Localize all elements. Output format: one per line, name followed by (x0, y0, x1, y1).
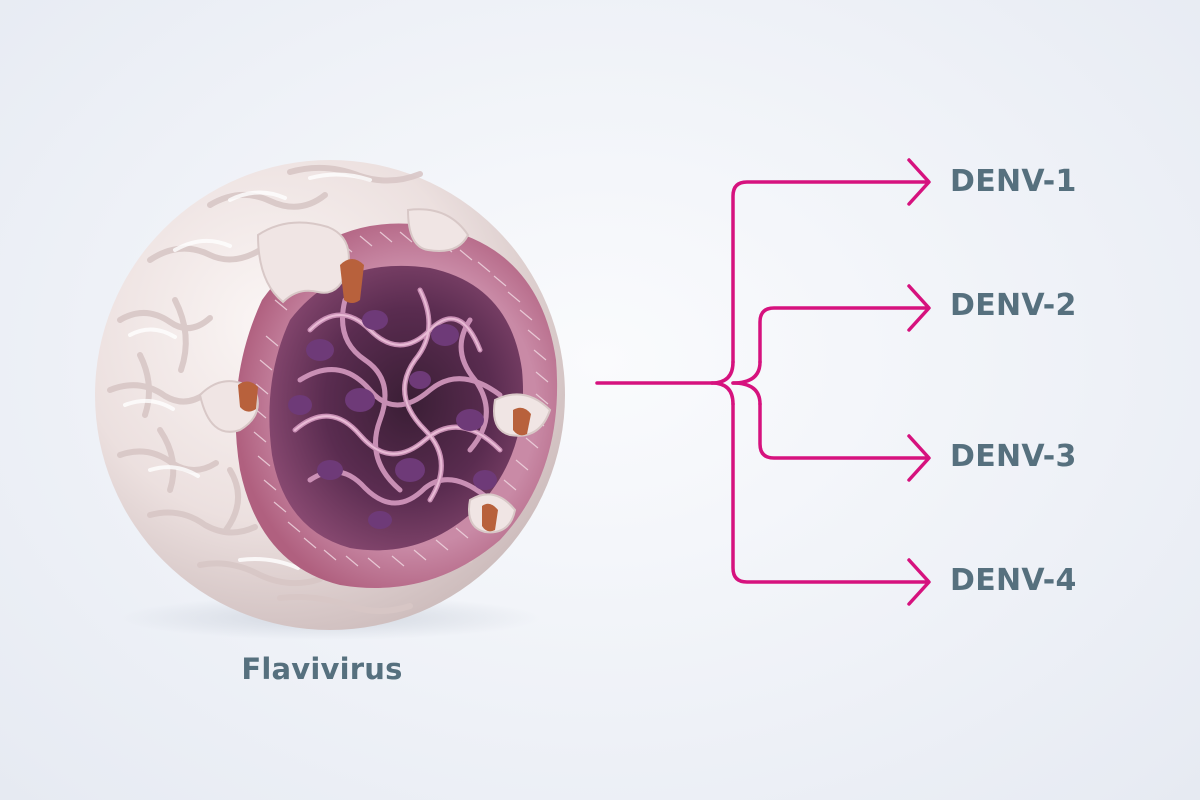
flavivirus-illustration (95, 160, 565, 640)
branch-line-2 (760, 308, 927, 362)
bracket-curve-upper (712, 362, 733, 383)
branch-line-3 (760, 404, 927, 458)
virus-caption: Flavivirus (222, 652, 422, 686)
serotype-label-denv-1: DENV-1 (950, 164, 1077, 199)
inner-bracket-lower (733, 383, 760, 404)
branch-line-1 (733, 182, 927, 362)
inner-bracket-upper (733, 362, 760, 383)
serotype-label-denv-4: DENV-4 (950, 563, 1077, 598)
bracket-curve-lower (712, 383, 733, 404)
serotype-branching-arrows (597, 160, 929, 604)
serotype-label-denv-3: DENV-3 (950, 439, 1077, 474)
serotype-label-denv-2: DENV-2 (950, 288, 1077, 323)
branch-line-4 (733, 404, 927, 582)
